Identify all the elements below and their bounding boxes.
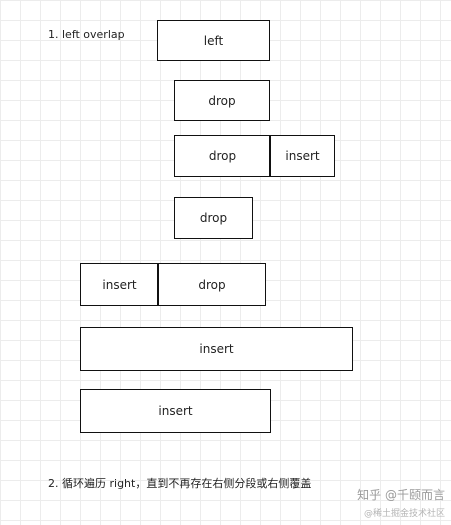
segment-drop: drop xyxy=(208,149,237,163)
segment-drop: drop xyxy=(199,211,228,225)
watermark-subtext: @稀土掘金技术社区 xyxy=(363,509,445,519)
box-insert: insert xyxy=(80,389,271,433)
box-drop-insert: drop insert xyxy=(174,135,335,177)
segment-drop: drop xyxy=(208,93,236,108)
segment-divider xyxy=(157,264,159,305)
box-insert-drop: insert drop xyxy=(80,263,266,306)
segment-insert: insert xyxy=(285,149,320,163)
segment-insert: insert xyxy=(102,277,137,292)
segment-insert: insert xyxy=(199,342,234,356)
box-insert-wide: insert xyxy=(80,327,353,371)
segment-left: left xyxy=(203,33,224,48)
watermark-text: 知乎 @千颐而言 xyxy=(357,488,445,502)
box-left: left xyxy=(157,20,270,61)
box-drop-1: drop xyxy=(174,80,270,121)
segment-divider xyxy=(269,136,271,176)
segment-insert: insert xyxy=(158,404,193,418)
step-1-caption: 1. left overlap xyxy=(48,28,125,41)
box-drop-2: drop xyxy=(174,197,253,239)
segment-drop: drop xyxy=(198,277,226,292)
step-2-caption: 2. 循环遍历 right，直到不再存在右侧分段或右侧覆盖 xyxy=(48,477,312,490)
